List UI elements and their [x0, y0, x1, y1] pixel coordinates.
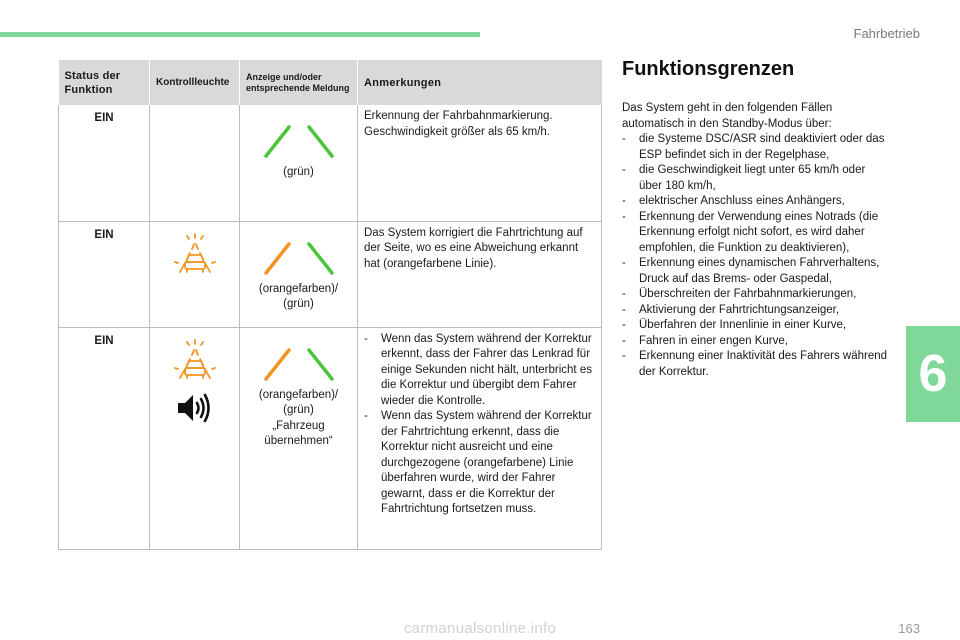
list-item: Erkennung eines dynamischen Fahrverhalte…: [622, 256, 888, 287]
light-cell: [149, 105, 240, 222]
status-table: Status der Funktion Kontrollleuchte Anze…: [58, 60, 602, 550]
list-item: Überfahren der Innenlinie in einer Kurve…: [622, 318, 888, 334]
display-caption: (grün): [283, 404, 314, 416]
list-item: Fahren in einer engen Kurve,: [622, 334, 888, 350]
lane-markings-orange-green-icon: [240, 346, 357, 382]
list-item: Aktivierung der Fahrtrichtungsanzeiger,: [622, 303, 888, 319]
remarks-list: Wenn das System während der Korrektur er…: [364, 332, 595, 518]
light-cell: [149, 327, 240, 550]
remarks-cell: Das System korrigiert die Fahrtrichtung …: [357, 221, 602, 328]
header-light: Kontrollleuchte: [149, 60, 240, 105]
display-caption: (orangefarben)/: [258, 282, 339, 295]
status-cell: EIN: [58, 105, 150, 222]
light-cell: [149, 221, 240, 328]
header-remarks: Anmerkungen: [357, 60, 602, 105]
list-item: elektrischer Anschluss eines Anhängers,: [622, 194, 888, 210]
remarks-cell: Erkennung der Fahrbahnmarkierung. Geschw…: [357, 105, 602, 222]
list-item: Erkennung der Verwendung eines Notrads (…: [622, 210, 888, 257]
display-cell: (orangefarben)/ (grün) „Fahrzeug überneh…: [239, 327, 358, 550]
remarks-cell: Wenn das System während der Korrektur er…: [357, 327, 602, 550]
display-cell: (orangefarben)/ (grün): [239, 221, 358, 328]
header-display: Anzeige und/oder entsprechende Meldung: [239, 60, 358, 105]
display-caption: „Fahrzeug: [272, 419, 325, 432]
page-number: 163: [898, 621, 920, 636]
table-row: EIN (grün) Erkennung der Fahrbahnmarkier…: [58, 105, 602, 222]
display-caption: übernehmen“: [264, 435, 333, 447]
lane-markings-orange-green-icon: [240, 240, 357, 276]
header-accent-bar: [0, 32, 480, 37]
section-title: Fahrbetrieb: [853, 26, 920, 41]
limits-section: Funktionsgrenzen Das System geht in den …: [622, 58, 888, 380]
speaker-sound-icon: [150, 392, 239, 424]
watermark: carmanualsonline.info: [403, 620, 557, 637]
table-header-row: Status der Funktion Kontrollleuchte Anze…: [58, 60, 602, 105]
lane-markings-green-icon: [240, 123, 357, 159]
limits-heading: Funktionsgrenzen: [622, 58, 795, 80]
lane-departure-warning-icon: [150, 232, 239, 278]
list-item: die Systeme DSC/ASR sind deaktiviert ode…: [622, 132, 888, 163]
table-row: EIN: [58, 221, 602, 328]
table-row: EIN: [58, 327, 602, 550]
list-item: Überschreiten der Fahrbahnmarkierungen,: [622, 287, 888, 303]
display-cell: (grün): [239, 105, 358, 222]
chapter-number: 6: [918, 345, 948, 403]
list-item: die Geschwindigkeit liegt unter 65 km/h …: [622, 163, 888, 194]
lane-departure-warning-icon: [150, 338, 239, 384]
remark-line: Erkennung der Fahrbahnmarkierung.: [364, 110, 553, 122]
chapter-tab: 6: [906, 326, 960, 422]
remark-line: Geschwindigkeit größer als 65 km/h.: [364, 125, 550, 138]
list-item: Erkennung einer Inaktivität des Fahrers …: [622, 349, 888, 380]
display-caption: (orangefarben)/: [258, 388, 339, 401]
display-caption: (grün): [283, 166, 314, 178]
limits-intro: Das System geht in den folgenden Fällen …: [622, 102, 833, 130]
status-cell: EIN: [58, 327, 150, 550]
remark-line: Das System korrigiert die Fahrtrichtung …: [364, 226, 583, 270]
list-item: Wenn das System während der Korrektur er…: [364, 332, 595, 410]
header-status: Status der Funktion: [58, 60, 150, 105]
limits-list: die Systeme DSC/ASR sind deaktiviert ode…: [622, 132, 888, 380]
display-caption: (grün): [283, 298, 314, 310]
list-item: Wenn das System während der Korrektur de…: [364, 409, 595, 518]
status-cell: EIN: [58, 221, 150, 328]
